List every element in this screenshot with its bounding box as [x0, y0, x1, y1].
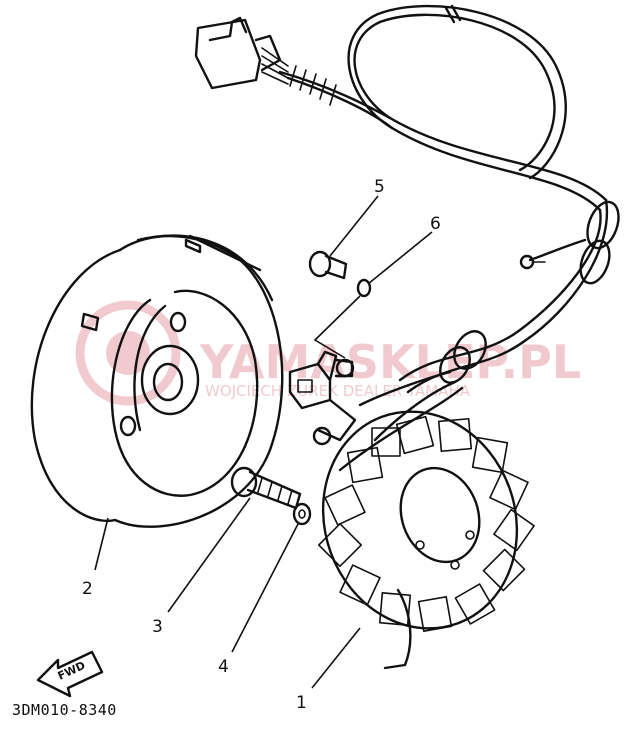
callout-6: 6 [430, 214, 441, 234]
leader-1 [311, 627, 361, 689]
leader-4 [231, 523, 299, 653]
wire-harness [278, 4, 620, 472]
leader-3 [167, 497, 251, 613]
leader-6-to-coil [313, 295, 361, 359]
callouts: 5 6 2 3 4 1 [82, 177, 441, 713]
rotor-flywheel [30, 234, 284, 528]
stator-assembly [317, 410, 535, 670]
callout-3: 3 [152, 617, 163, 637]
watermark-tagline: WOJCIECH ZUREK DEALER YAMAHA [205, 382, 471, 400]
watermark: YAMASKLEP.PL WOJCIECH ZUREK DEALER YAMAH… [75, 300, 581, 406]
bolt-stator [230, 466, 302, 510]
watermark-logo-icon [75, 300, 181, 406]
callout-4: 4 [218, 657, 229, 677]
callout-5: 5 [374, 177, 385, 197]
coupler-connector [194, 16, 289, 90]
leader-6 [367, 231, 433, 285]
drawing-code: 3DM010-8340 [12, 701, 117, 719]
watermark-brand: YAMASKLEP.PL [199, 335, 581, 389]
pickup-coil [288, 350, 357, 446]
fwd-arrow-icon: FWD [36, 650, 104, 698]
leader-lines [94, 195, 433, 689]
washer-stator [292, 502, 312, 526]
harness-grommet-upper [579, 200, 620, 285]
leader-5 [329, 195, 379, 257]
callout-2: 2 [82, 579, 93, 599]
leader-2 [94, 517, 109, 571]
callout-1: 1 [296, 693, 307, 713]
washer-pickup-coil [356, 278, 372, 298]
screw-pickup-coil [308, 250, 348, 280]
harness-grommet-lower [439, 330, 487, 384]
